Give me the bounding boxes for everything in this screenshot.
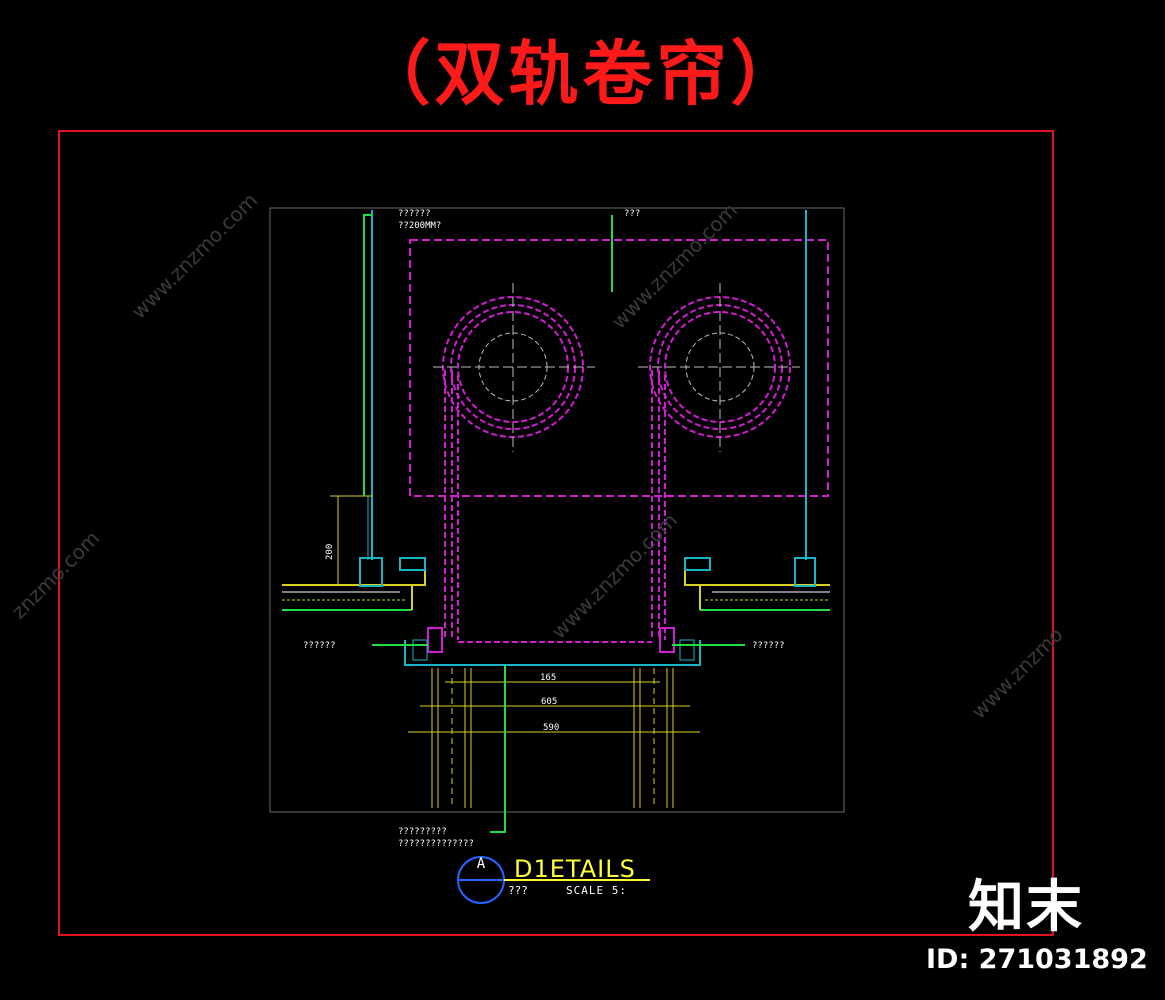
viewport-border <box>269 207 845 813</box>
red-frame <box>58 130 1054 936</box>
detail-callout-symbol <box>457 856 650 904</box>
drawing-title: （双轨卷帘） <box>360 33 805 115</box>
ceiling-right <box>684 210 830 611</box>
left-roller <box>433 283 595 452</box>
label-top-left-2: ??200MM? <box>398 221 441 231</box>
label-bottom-1: ????????? <box>398 827 447 837</box>
svg-text:www.znzmo: www.znzmo <box>967 622 1068 723</box>
dimensions <box>330 495 700 733</box>
dim-590: 590 <box>543 723 559 733</box>
curtain-fabric <box>444 370 666 643</box>
faint-watermarks: www.znzmo.com www.znzmo.com znzmo.com ww… <box>7 188 1068 724</box>
svg-text:znzmo.com: znzmo.com <box>7 526 105 624</box>
svg-text:www.znzmo.com: www.znzmo.com <box>127 188 263 324</box>
ceiling-left <box>282 210 426 611</box>
roller-box <box>409 239 829 497</box>
details-title: D1ETAILS <box>514 855 636 883</box>
dim-200: 200 <box>325 544 335 560</box>
leaders <box>363 214 745 833</box>
right-roller <box>638 283 800 452</box>
watermark-logo: 知末 <box>968 875 1084 940</box>
watermark-id: ID: 271031892 <box>926 944 1148 975</box>
svg-text:www.znzmo.com: www.znzmo.com <box>547 508 683 644</box>
dim-605: 605 <box>541 697 557 707</box>
label-side-left: ?????? <box>303 641 336 651</box>
callout-letter: A <box>476 856 486 872</box>
details-scale: SCALE 5: <box>566 884 627 897</box>
label-side-right: ?????? <box>752 641 785 651</box>
label-top-left-1: ?????? <box>398 209 431 219</box>
track-channel <box>404 627 701 666</box>
guide-rails <box>431 668 674 808</box>
label-bottom-2: ?????????????? <box>398 839 474 849</box>
details-subtitle: ??? <box>508 884 528 897</box>
label-top-center: ??? <box>624 209 640 219</box>
dim-165: 165 <box>540 673 556 683</box>
